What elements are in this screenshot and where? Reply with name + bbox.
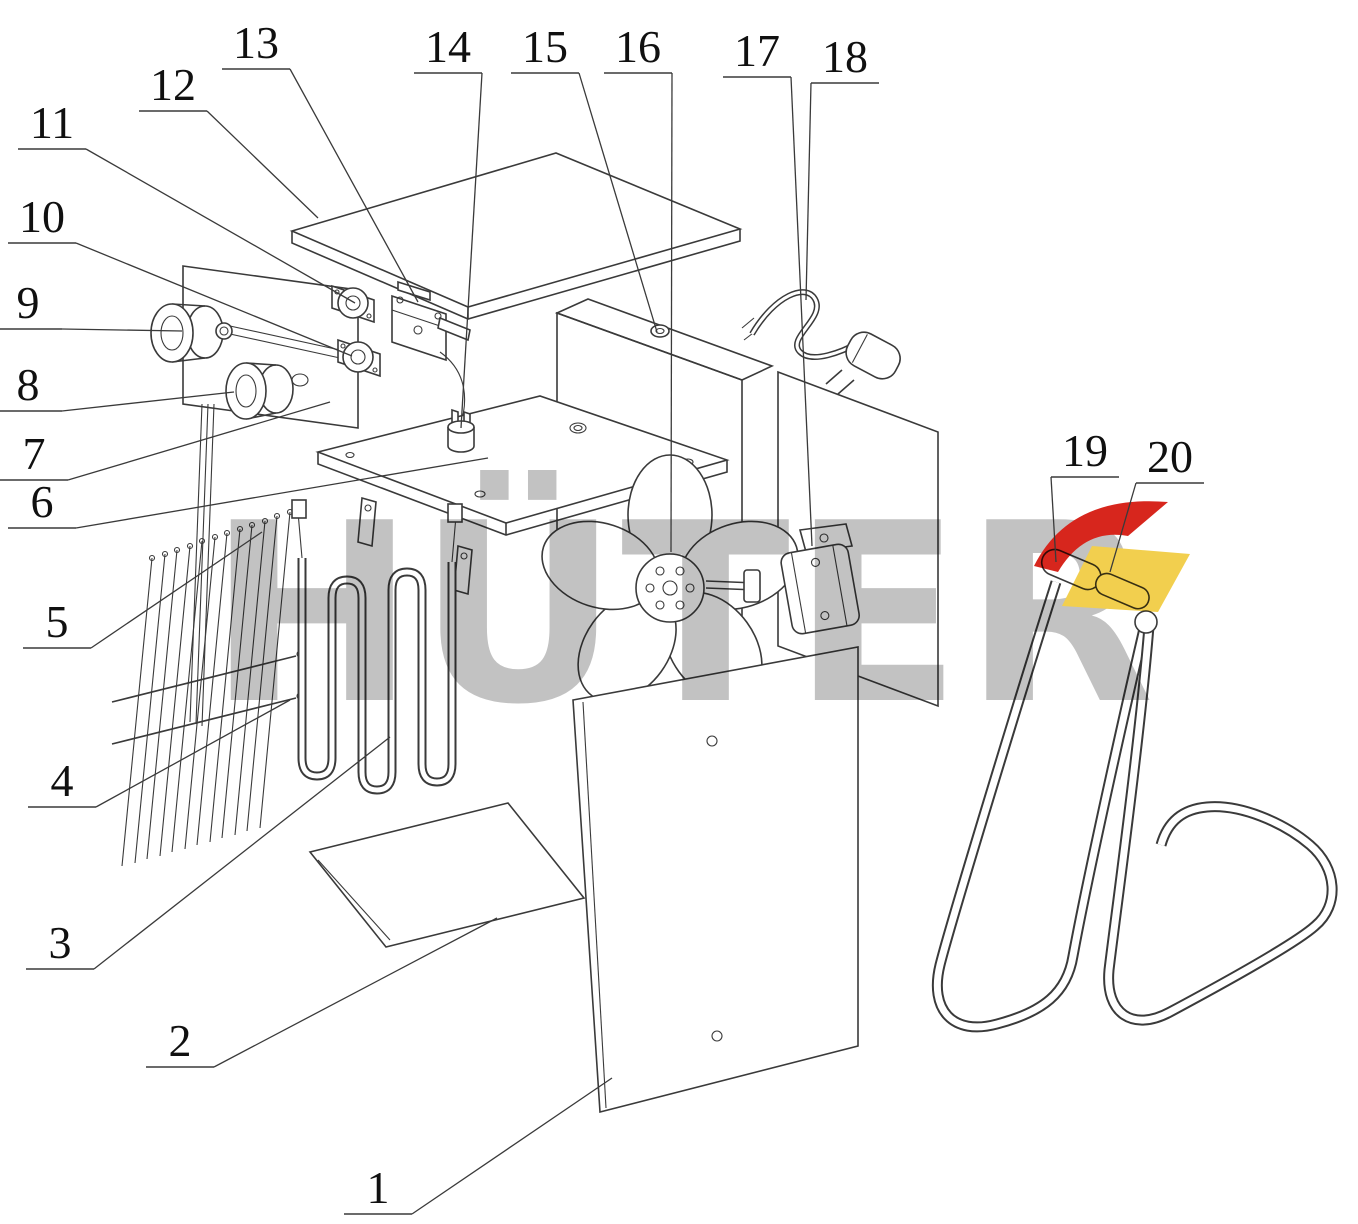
part-callout-6: 6 <box>8 457 489 529</box>
leader-line <box>90 531 263 649</box>
part-callout-19: 19 <box>1050 425 1119 563</box>
part-number: 3 <box>49 917 72 968</box>
leader-line <box>85 148 356 304</box>
bushing-flange-lower <box>337 338 381 378</box>
bushing-flange-upper <box>331 284 375 324</box>
switch-knob <box>225 362 294 420</box>
part-number: 8 <box>17 359 40 410</box>
part-callout-7: 7 <box>0 401 331 481</box>
part-number: 20 <box>1147 431 1193 482</box>
part-callout-3: 3 <box>26 736 391 970</box>
part-callout-20: 20 <box>1109 431 1204 573</box>
leader-line <box>75 242 353 357</box>
fan-motor <box>705 523 860 635</box>
part-callout-16: 16 <box>604 21 673 553</box>
part-callout-9: 9 <box>0 277 183 332</box>
part-callout-14: 14 <box>414 21 483 429</box>
tube-heating-element <box>291 496 473 795</box>
knob-shafts <box>229 325 341 359</box>
part-number: 19 <box>1062 425 1108 476</box>
part-callout-13: 13 <box>222 17 419 303</box>
part-number: 9 <box>17 277 40 328</box>
part-number: 4 <box>51 755 74 806</box>
leader-line <box>206 110 319 219</box>
part-number: 13 <box>233 17 279 68</box>
leader-line <box>75 457 489 529</box>
leader-line <box>805 82 812 301</box>
leader-line <box>790 76 813 547</box>
part-number: 17 <box>734 25 780 76</box>
leader-line <box>1050 476 1057 563</box>
leader-line <box>95 699 291 808</box>
part-callout-10: 10 <box>8 191 353 357</box>
part-callout-8: 8 <box>0 359 235 412</box>
leader-line <box>411 1077 613 1215</box>
leader-line <box>67 401 331 481</box>
thermostat-knob <box>150 303 233 363</box>
part-number: 11 <box>30 97 74 148</box>
part-callout-12: 12 <box>139 59 319 219</box>
part-number: 2 <box>169 1015 192 1066</box>
part-number: 12 <box>150 59 196 110</box>
leader-line <box>93 736 391 970</box>
part-number: 6 <box>31 476 54 527</box>
fin-heating-element <box>111 508 304 867</box>
part-number: 10 <box>19 191 65 242</box>
leader-line <box>670 72 673 553</box>
power-plug <box>845 331 901 380</box>
part-number: 18 <box>822 31 868 82</box>
part-number: 15 <box>522 21 568 72</box>
leader-line <box>460 72 483 429</box>
leader-line <box>1109 482 1137 573</box>
leader-line <box>578 72 658 333</box>
thermal-cutout <box>447 408 475 453</box>
middle-shelf <box>315 395 730 536</box>
element-terminal-rods <box>189 403 215 727</box>
part-number: 5 <box>46 596 69 647</box>
part-callout-5: 5 <box>23 531 263 649</box>
part-callout-2: 2 <box>146 917 498 1068</box>
power-cord <box>741 289 901 395</box>
part-callout-17: 17 <box>723 25 813 547</box>
part-number: 1 <box>367 1162 390 1213</box>
leader-line <box>61 328 183 332</box>
part-number: 14 <box>425 21 471 72</box>
leader-line <box>61 391 235 412</box>
bottom-panel <box>308 802 586 948</box>
front-panel <box>572 646 859 1114</box>
part-number: 16 <box>615 21 661 72</box>
part-callout-18: 18 <box>805 31 879 301</box>
part-callout-1: 1 <box>344 1077 613 1215</box>
leader-line <box>213 917 498 1068</box>
part-callout-15: 15 <box>511 21 658 333</box>
thermostat-body <box>391 280 471 427</box>
part-callout-4: 4 <box>28 699 291 808</box>
part-callout-11: 11 <box>18 97 356 304</box>
part-number: 7 <box>23 428 46 479</box>
leader-line <box>289 68 419 303</box>
